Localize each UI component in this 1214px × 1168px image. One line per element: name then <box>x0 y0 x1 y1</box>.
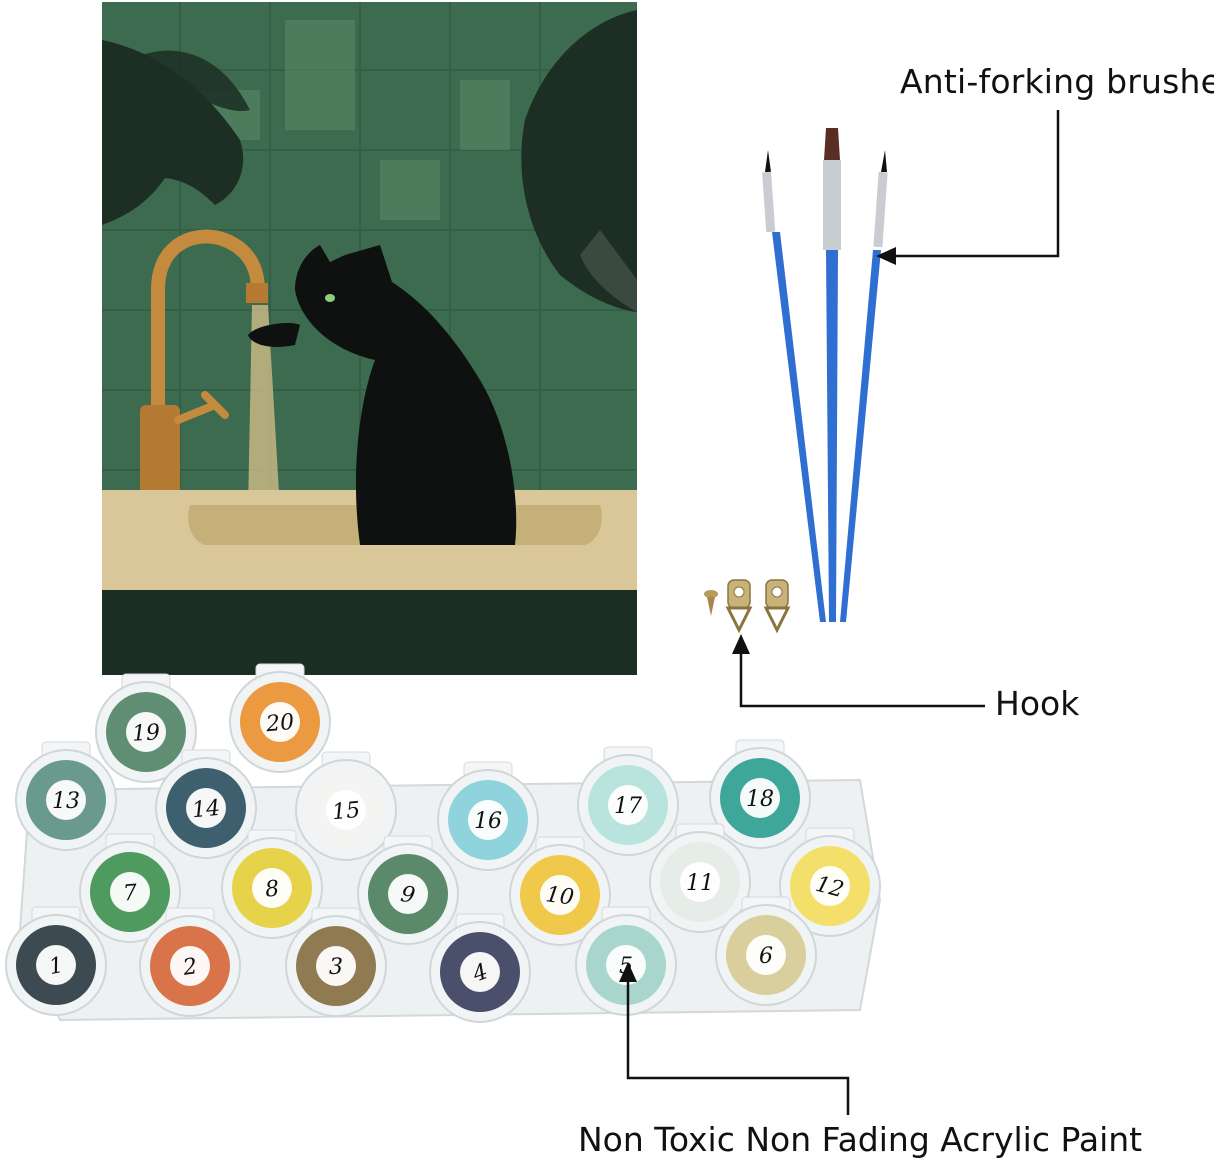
water-stream <box>248 305 280 510</box>
pot-number-badge <box>252 868 292 908</box>
paint-pot-4: 4 <box>429 913 531 1023</box>
leaf-right <box>521 10 637 312</box>
pot-number-badge <box>608 785 648 825</box>
pot-number: 9 <box>399 882 417 909</box>
sawtooth-hook-2 <box>763 579 791 634</box>
pot-number: 10 <box>544 882 575 911</box>
paint-pot-12: 12 <box>779 827 881 937</box>
paint-pot-8: 8 <box>221 829 323 939</box>
sawtooth-hook-1 <box>725 579 753 634</box>
arrowhead-paint <box>619 962 637 982</box>
pot-number: 18 <box>746 787 774 812</box>
pot-number-badge <box>388 874 428 914</box>
paint-pot-6: 6 <box>715 896 817 1006</box>
wall-highlights <box>200 20 510 220</box>
paint-pot-1: 1 <box>5 906 107 1016</box>
pot-number-badge <box>540 875 580 915</box>
pot-number-badge <box>36 945 76 985</box>
paint-pot-17: 17 <box>577 746 679 856</box>
paint-pot-16: 16 <box>437 761 539 871</box>
pot-number-badge <box>460 952 500 992</box>
paint-pots: 1920131415161718789101112123456 <box>5 663 881 1023</box>
callout-hook-line <box>739 648 985 708</box>
pot-number-badge <box>468 800 508 840</box>
paint-pot-19: 19 <box>95 673 197 783</box>
paint-pot-2: 2 <box>139 907 241 1017</box>
cat-painting <box>102 2 637 675</box>
callout-brushes-line <box>888 110 1060 258</box>
pot-number-badge <box>170 946 210 986</box>
label-brushes: Anti-forking brushes <box>900 62 1214 101</box>
pot-number: 1 <box>47 953 65 980</box>
pot-number: 3 <box>329 955 343 980</box>
pot-number: 7 <box>122 880 138 906</box>
paint-pot-7: 7 <box>79 833 181 943</box>
pot-number-badge <box>260 702 300 742</box>
faucet <box>140 229 268 515</box>
paint-pot-3: 3 <box>285 907 387 1017</box>
brush-right <box>840 150 888 622</box>
black-cat <box>248 245 517 545</box>
paint-pot-15: 15 <box>295 751 397 861</box>
pot-number: 14 <box>191 796 221 823</box>
pot-number-badge <box>746 935 786 975</box>
pot-number-badge <box>126 712 166 752</box>
pot-number: 17 <box>614 794 642 819</box>
paint-pot-5: 5 <box>575 906 677 1016</box>
pot-number: 19 <box>131 720 160 746</box>
pot-number-badge <box>186 788 226 828</box>
paint-pot-20: 20 <box>229 663 331 773</box>
pot-number-badge <box>810 866 850 906</box>
pot-number: 11 <box>686 871 714 896</box>
pot-number-badge <box>740 778 780 818</box>
pot-number: 2 <box>181 954 199 981</box>
pot-number: 6 <box>759 944 773 969</box>
pot-number: 15 <box>331 798 361 825</box>
arrowhead-brushes <box>876 247 896 265</box>
label-hook: Hook <box>995 684 1080 723</box>
pot-number-badge <box>316 946 356 986</box>
callout-lines <box>619 110 1060 1115</box>
label-paint: Non Toxic Non Fading Acrylic Paint <box>578 1120 1143 1159</box>
pot-number: 16 <box>474 809 502 834</box>
pot-number: 13 <box>52 789 80 814</box>
callout-paint-line <box>626 975 850 1115</box>
pot-number-badge <box>606 945 646 985</box>
paint-pot-11: 11 <box>649 823 751 933</box>
hook-set <box>704 579 791 634</box>
leaf-left <box>102 40 250 225</box>
paint-pot-18: 18 <box>709 739 811 849</box>
brush-left <box>762 150 826 622</box>
paint-pot-13: 13 <box>15 741 117 851</box>
screw-icon <box>704 590 718 616</box>
pot-number-badge <box>46 780 86 820</box>
pot-number-badge <box>680 862 720 902</box>
paint-pot-9: 9 <box>357 835 459 945</box>
pot-number: 20 <box>264 710 295 737</box>
paint-pot-14: 14 <box>155 749 257 859</box>
pot-number: 8 <box>264 876 281 902</box>
arrowhead-hook <box>732 634 750 654</box>
pot-number-badge <box>326 790 366 830</box>
paint-pot-10: 10 <box>509 836 611 946</box>
pot-number-badge <box>110 872 150 912</box>
brush-middle <box>823 128 841 622</box>
brush-set <box>762 128 888 622</box>
